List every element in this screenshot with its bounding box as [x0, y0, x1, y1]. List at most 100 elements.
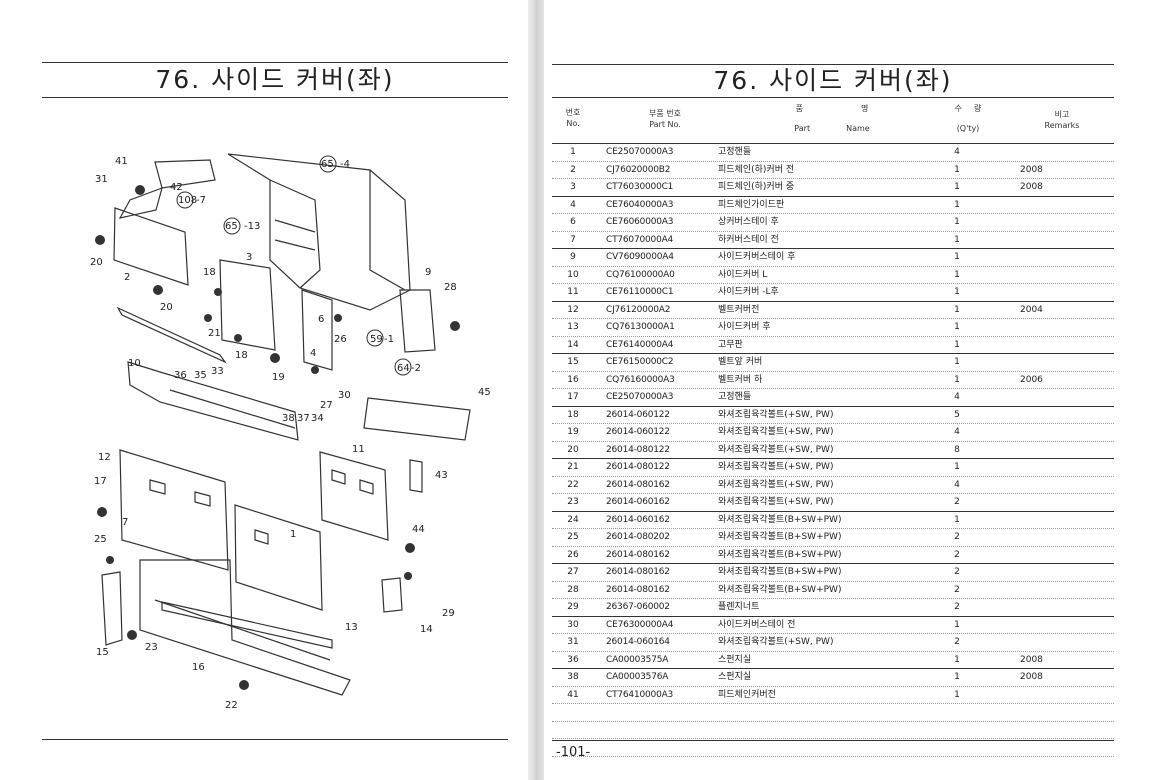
row-no: 41: [567, 689, 579, 700]
row-part-no: CE76110000C1: [606, 287, 674, 297]
row-part-no: CQ76160000A3: [606, 374, 675, 385]
row-part-no: CT76410000A3: [606, 689, 674, 700]
row-no: 22: [567, 479, 579, 490]
row-qty: 1: [954, 357, 960, 367]
callout-label: 20: [160, 302, 173, 313]
header-no-en: No.: [566, 119, 580, 128]
callout-label: 36: [174, 370, 187, 381]
row-part-no: 26014-060164: [606, 637, 670, 647]
header-qty-en: (Q'ty): [956, 124, 980, 133]
row-part-no: CA00003575A: [606, 654, 669, 665]
row-part-name: 피드체인커버전: [718, 689, 776, 700]
row-no: 7: [570, 234, 576, 245]
row-qty: 2: [954, 602, 960, 612]
callout-label: 3: [246, 252, 252, 263]
book-gutter: [528, 0, 544, 780]
row-part-no: 26014-080122: [606, 444, 670, 455]
callout-label: -2: [411, 363, 421, 374]
callout-label: 65: [321, 159, 334, 170]
callout-label: 20: [90, 257, 103, 268]
callout-label: -1: [384, 334, 394, 345]
callout-label: 42: [170, 182, 183, 193]
row-qty: 1: [954, 182, 960, 192]
row-no: 18: [567, 409, 579, 420]
row-part-name: 하커버스테이 전: [718, 234, 779, 245]
header-qty-ko-b: 량: [974, 104, 982, 113]
row-qty: 2: [954, 567, 960, 577]
row-part-no: 26014-080202: [606, 532, 670, 542]
row-part-name: 상커버스테이 후: [718, 217, 779, 227]
callout-label: 18: [235, 350, 248, 361]
callout-label: 14: [420, 624, 433, 635]
row-no: 25: [567, 532, 579, 542]
row-part-no: 26014-060122: [606, 409, 670, 420]
row-part-no: 26014-060162: [606, 514, 670, 525]
callout-label: 27: [320, 400, 333, 411]
row-part-no: 26367-060002: [606, 602, 670, 612]
left-title-block: 76. 사이드 커버(좌): [42, 62, 508, 98]
row-qty: 4: [954, 392, 960, 402]
row-qty: 1: [954, 462, 960, 472]
row-no: 11: [567, 287, 579, 297]
row-no: 24: [567, 514, 579, 525]
callout-label: 13: [345, 622, 358, 633]
row-part-no: CE25070000A3: [606, 392, 674, 402]
row-qty: 2: [954, 532, 960, 542]
row-no: 31: [567, 637, 579, 647]
row-part-no: CQ76100000A0: [606, 269, 675, 280]
row-no: 30: [567, 619, 579, 630]
row-part-name: 고정핸들: [718, 392, 752, 402]
row-part-no: CE76300000A4: [606, 619, 674, 630]
row-qty: 1: [954, 339, 960, 350]
row-no: 21: [567, 462, 579, 472]
diagram-callouts: 41 31 42 108 -7 65 -4 65 -13 20 2 18 3 2…: [90, 156, 491, 711]
row-qty: 2: [954, 584, 960, 595]
row-part-name: 와셔조립육각볼트(B+SW+PW): [718, 567, 842, 577]
row-part-name: 벨트커버전: [718, 304, 760, 315]
row-no: 26: [567, 549, 579, 560]
header-part-no-ko: 부품 번호: [649, 109, 681, 118]
row-part-name: 벨트앞 커버: [718, 357, 763, 367]
row-remarks: 2008: [1020, 672, 1043, 682]
row-qty: 8: [954, 444, 960, 455]
row-part-name: 스펀지실: [718, 654, 752, 665]
row-part-name: 사이드커버 후: [718, 322, 771, 332]
row-part-name: 와셔조립육각볼트(+SW, PW): [718, 409, 834, 420]
row-remarks: 2008: [1020, 164, 1043, 175]
callout-label: 9: [425, 267, 431, 278]
callout-label: 37: [297, 413, 310, 424]
row-remarks: 2006: [1020, 374, 1043, 385]
row-no: 6: [570, 217, 576, 227]
header-remarks-en: Remarks: [1044, 121, 1080, 130]
row-part-name: 고무판: [718, 339, 743, 350]
row-part-name: 벨트커버 하: [718, 374, 763, 385]
row-part-no: CA00003576A: [606, 672, 669, 682]
header-part-no-en: Part No.: [649, 120, 681, 129]
row-no: 10: [567, 269, 579, 280]
left-page-title: 76. 사이드 커버(좌): [155, 65, 395, 94]
row-part-name: 사이드커버스테이 후: [718, 252, 796, 262]
row-part-name: 와셔조립육각볼트(B+SW+PW): [718, 584, 842, 595]
callout-label: 43: [435, 470, 448, 481]
row-part-name: 피드체인(하)커버 전: [718, 164, 795, 175]
callout-label: 19: [272, 372, 285, 383]
row-no: 3: [570, 182, 576, 192]
row-part-name: 플렌지너트: [718, 602, 760, 612]
right-page-title: 76. 사이드 커버(좌): [713, 66, 953, 95]
parts-diagram-svg: 41 31 42 108 -7 65 -4 65 -13 20 2 18 3 2…: [90, 153, 491, 711]
